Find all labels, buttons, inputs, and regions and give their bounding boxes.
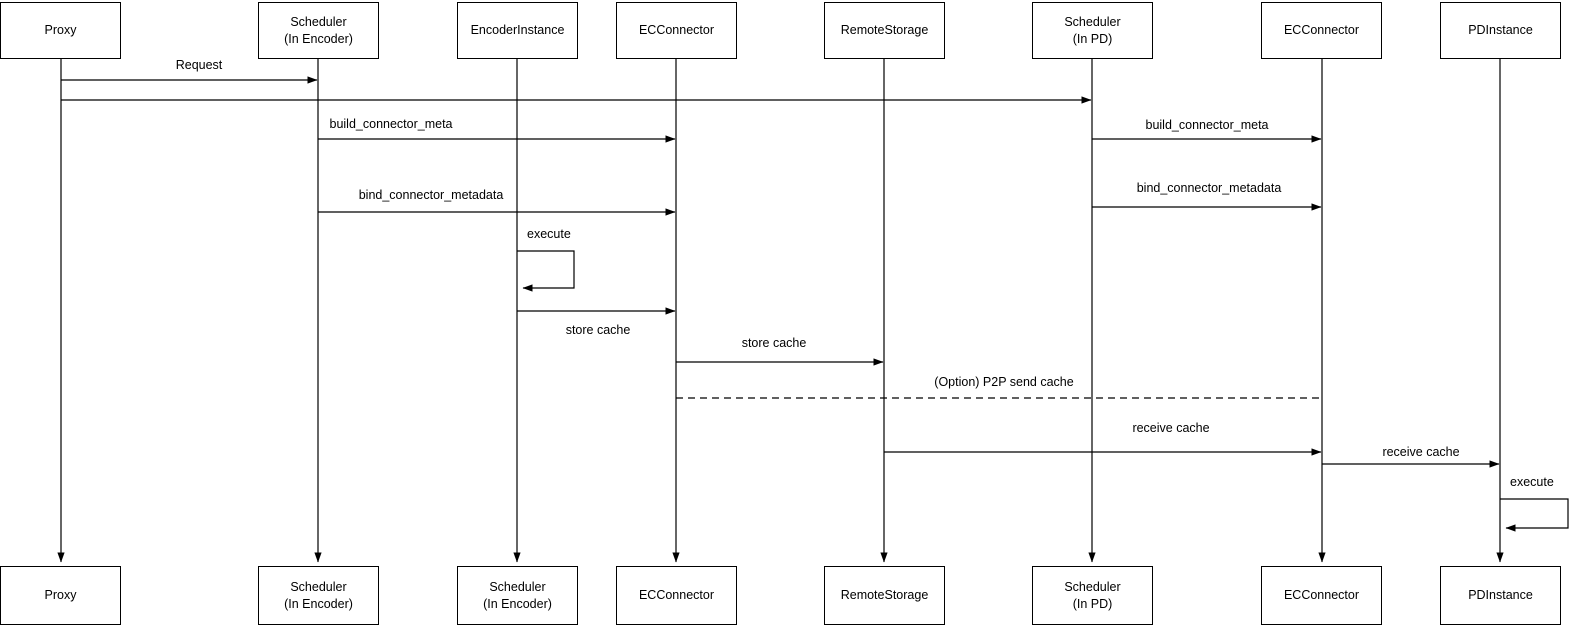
self-message-label-s2: execute	[1510, 475, 1554, 489]
participant-label-line: PDInstance	[1468, 588, 1533, 603]
participant-header-ec_conn_enc: ECConnector	[616, 2, 737, 59]
participant-label: RemoteStorage	[841, 587, 929, 604]
participant-label-line: (In PD)	[1072, 596, 1113, 611]
participant-header-sched_pd: Scheduler (In PD)	[1032, 2, 1153, 59]
participant-footer-sched_enc: Scheduler (In Encoder)	[258, 566, 379, 625]
self-message-group	[517, 250, 1569, 532]
participant-label-line: ECConnector	[1283, 588, 1360, 603]
participant-label: RemoteStorage	[841, 22, 929, 39]
participant-header-sched_enc: Scheduler (In Encoder)	[258, 2, 379, 59]
self-message-label-s1: execute	[527, 227, 571, 241]
participant-label: ECConnector	[1284, 22, 1359, 39]
participant-label-line: EncoderInstance	[470, 23, 565, 38]
message-label-m9: (Option) P2P send cache	[934, 375, 1074, 389]
self-message-s1	[517, 250, 575, 292]
participant-label-line: Proxy	[44, 588, 77, 603]
participant-footer-ec_conn_enc: ECConnector	[616, 566, 737, 625]
participant-label-line: RemoteStorage	[840, 23, 929, 38]
participant-header-encoder_inst: EncoderInstance	[457, 2, 578, 59]
participant-footer-sched_pd: Scheduler (In PD)	[1032, 566, 1153, 625]
message-label-m7: store cache	[565, 323, 631, 337]
participant-label: PDInstance	[1468, 22, 1533, 39]
participant-footer-pd_inst: PDInstance	[1440, 566, 1561, 625]
participant-label: Scheduler (In Encoder)	[483, 579, 552, 613]
participant-label-line: Scheduler	[290, 579, 347, 594]
participant-label-line: (In PD)	[1072, 31, 1113, 46]
participant-label: ECConnector	[639, 587, 714, 604]
participant-label-line: ECConnector	[638, 588, 715, 603]
message-arrows-group	[61, 76, 1500, 468]
participant-footer-encoder_inst: Scheduler (In Encoder)	[457, 566, 578, 625]
participant-label: Scheduler (In Encoder)	[284, 579, 353, 613]
participant-footer-proxy: Proxy	[0, 566, 121, 625]
participant-header-remote_store: RemoteStorage	[824, 2, 945, 59]
participant-label: Scheduler (In Encoder)	[284, 14, 353, 48]
participant-label: EncoderInstance	[471, 22, 565, 39]
participant-label-line: (In Encoder)	[284, 31, 353, 46]
participant-label: Proxy	[45, 587, 77, 604]
message-label-m1: Request	[175, 58, 223, 72]
message-label-m11: receive cache	[1382, 445, 1460, 459]
participant-label: Scheduler (In PD)	[1064, 579, 1120, 613]
participant-header-pd_inst: PDInstance	[1440, 2, 1561, 59]
participant-label: ECConnector	[1284, 587, 1359, 604]
message-label-m3: build_connector_meta	[329, 117, 453, 131]
lifeline-dashes-group	[57, 59, 1504, 563]
participant-header-ec_conn_pd: ECConnector	[1261, 2, 1382, 59]
participant-label-line: Scheduler	[1064, 14, 1121, 29]
participant-label: PDInstance	[1468, 587, 1533, 604]
participant-label-line: ECConnector	[638, 23, 715, 38]
participant-label-line: RemoteStorage	[840, 588, 929, 603]
message-label-m5: bind_connector_metadata	[358, 188, 504, 202]
message-label-m10: receive cache	[1132, 421, 1210, 435]
participant-label-line: (In Encoder)	[483, 596, 552, 611]
participant-label-line: PDInstance	[1468, 23, 1533, 38]
participant-footer-ec_conn_pd: ECConnector	[1261, 566, 1382, 625]
participant-footer-remote_store: RemoteStorage	[824, 566, 945, 625]
participant-label-line: Scheduler	[290, 14, 347, 29]
participant-label-line: Proxy	[44, 23, 77, 38]
self-message-s2	[1500, 498, 1569, 532]
message-label-m4: build_connector_meta	[1145, 118, 1269, 132]
message-label-m6: bind_connector_metadata	[1136, 181, 1282, 195]
participant-label-line: (In Encoder)	[284, 596, 353, 611]
participant-label-line: Scheduler	[489, 579, 546, 594]
participant-label-line: Scheduler	[1064, 579, 1121, 594]
participant-label: Scheduler (In PD)	[1064, 14, 1120, 48]
message-label-m8: store cache	[741, 336, 807, 350]
participant-label-line: ECConnector	[1283, 23, 1360, 38]
participant-label: Proxy	[45, 22, 77, 39]
participant-label: ECConnector	[639, 22, 714, 39]
participant-header-proxy: Proxy	[0, 2, 121, 59]
